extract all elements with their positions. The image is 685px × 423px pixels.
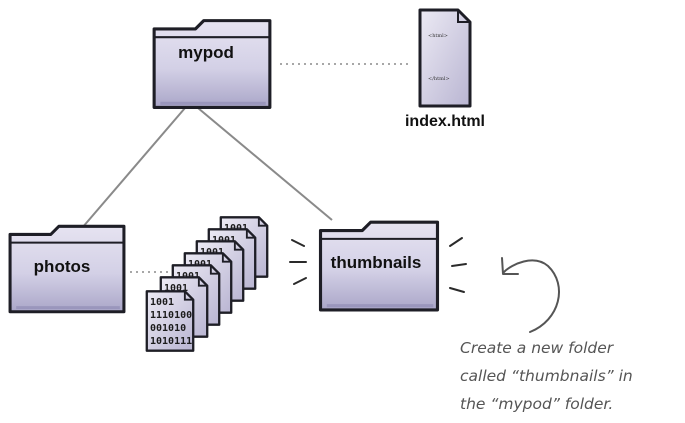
index-html-caption: index.html bbox=[405, 113, 485, 130]
image-files-stack: 1001111010010110011110100101100111101001… bbox=[145, 216, 269, 352]
index-html-file[interactable]: <html> </html> index.html bbox=[405, 8, 485, 130]
binary-text: 1110100 bbox=[150, 310, 192, 321]
thumbnails-folder-label: thumbnails bbox=[331, 253, 422, 272]
highlight-strokes bbox=[289, 237, 467, 293]
connectors bbox=[81, 63, 412, 273]
binary-text: 1010111 bbox=[150, 336, 192, 347]
connector-root-thumbnails bbox=[197, 107, 333, 221]
photos-folder-label: photos bbox=[34, 257, 91, 276]
connector-root-photos bbox=[81, 107, 186, 229]
binary-text: 1001 bbox=[164, 283, 188, 294]
photos-folder[interactable]: photos bbox=[8, 224, 126, 314]
index-html-file-icon bbox=[418, 8, 472, 108]
annotation-line-3: the “mypod” folder. bbox=[460, 395, 613, 413]
binary-text: 1001 bbox=[150, 297, 174, 308]
annotation-note: Create a new folder called “thumbnails” … bbox=[460, 339, 633, 413]
thumbnails-folder[interactable]: thumbnails bbox=[318, 220, 440, 312]
index-html-open-tag: <html> bbox=[428, 33, 448, 39]
mypod-folder[interactable]: mypod bbox=[152, 18, 272, 110]
image-file: 1001 1110100 001010 1010111 bbox=[145, 290, 195, 352]
mypod-folder-label: mypod bbox=[178, 43, 234, 62]
binary-text: 001010 bbox=[150, 323, 186, 334]
annotation-arrow bbox=[501, 257, 560, 333]
annotation-line-1: Create a new folder bbox=[460, 339, 615, 357]
index-html-close-tag: </html> bbox=[428, 76, 450, 82]
annotation-line-2: called “thumbnails” in bbox=[460, 367, 633, 385]
